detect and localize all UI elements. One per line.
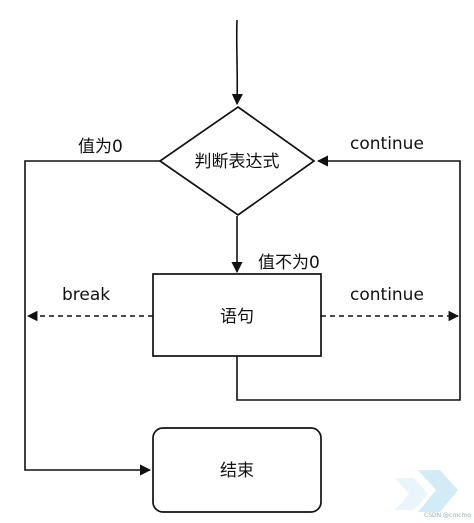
zero-label: 值为0 — [78, 137, 123, 157]
end-box — [152, 427, 322, 513]
end-label: 结束 — [220, 461, 254, 481]
break-label: break — [62, 285, 110, 305]
condition-diamond — [158, 105, 316, 217]
watermark-logo — [395, 470, 458, 512]
nonzero-label: 值不为0 — [258, 253, 320, 273]
statement-box — [152, 273, 322, 357]
continue-top-label: continue — [350, 134, 424, 154]
continue-loop — [236, 155, 461, 401]
zero-path — [24, 160, 160, 476]
continue-mid-label: continue — [350, 285, 424, 305]
condition-label: 判断表达式 — [195, 152, 280, 172]
entry-arrow — [231, 19, 243, 106]
watermark-text: CSDN @cmcmq — [424, 512, 471, 519]
statement-label: 语句 — [220, 307, 254, 327]
